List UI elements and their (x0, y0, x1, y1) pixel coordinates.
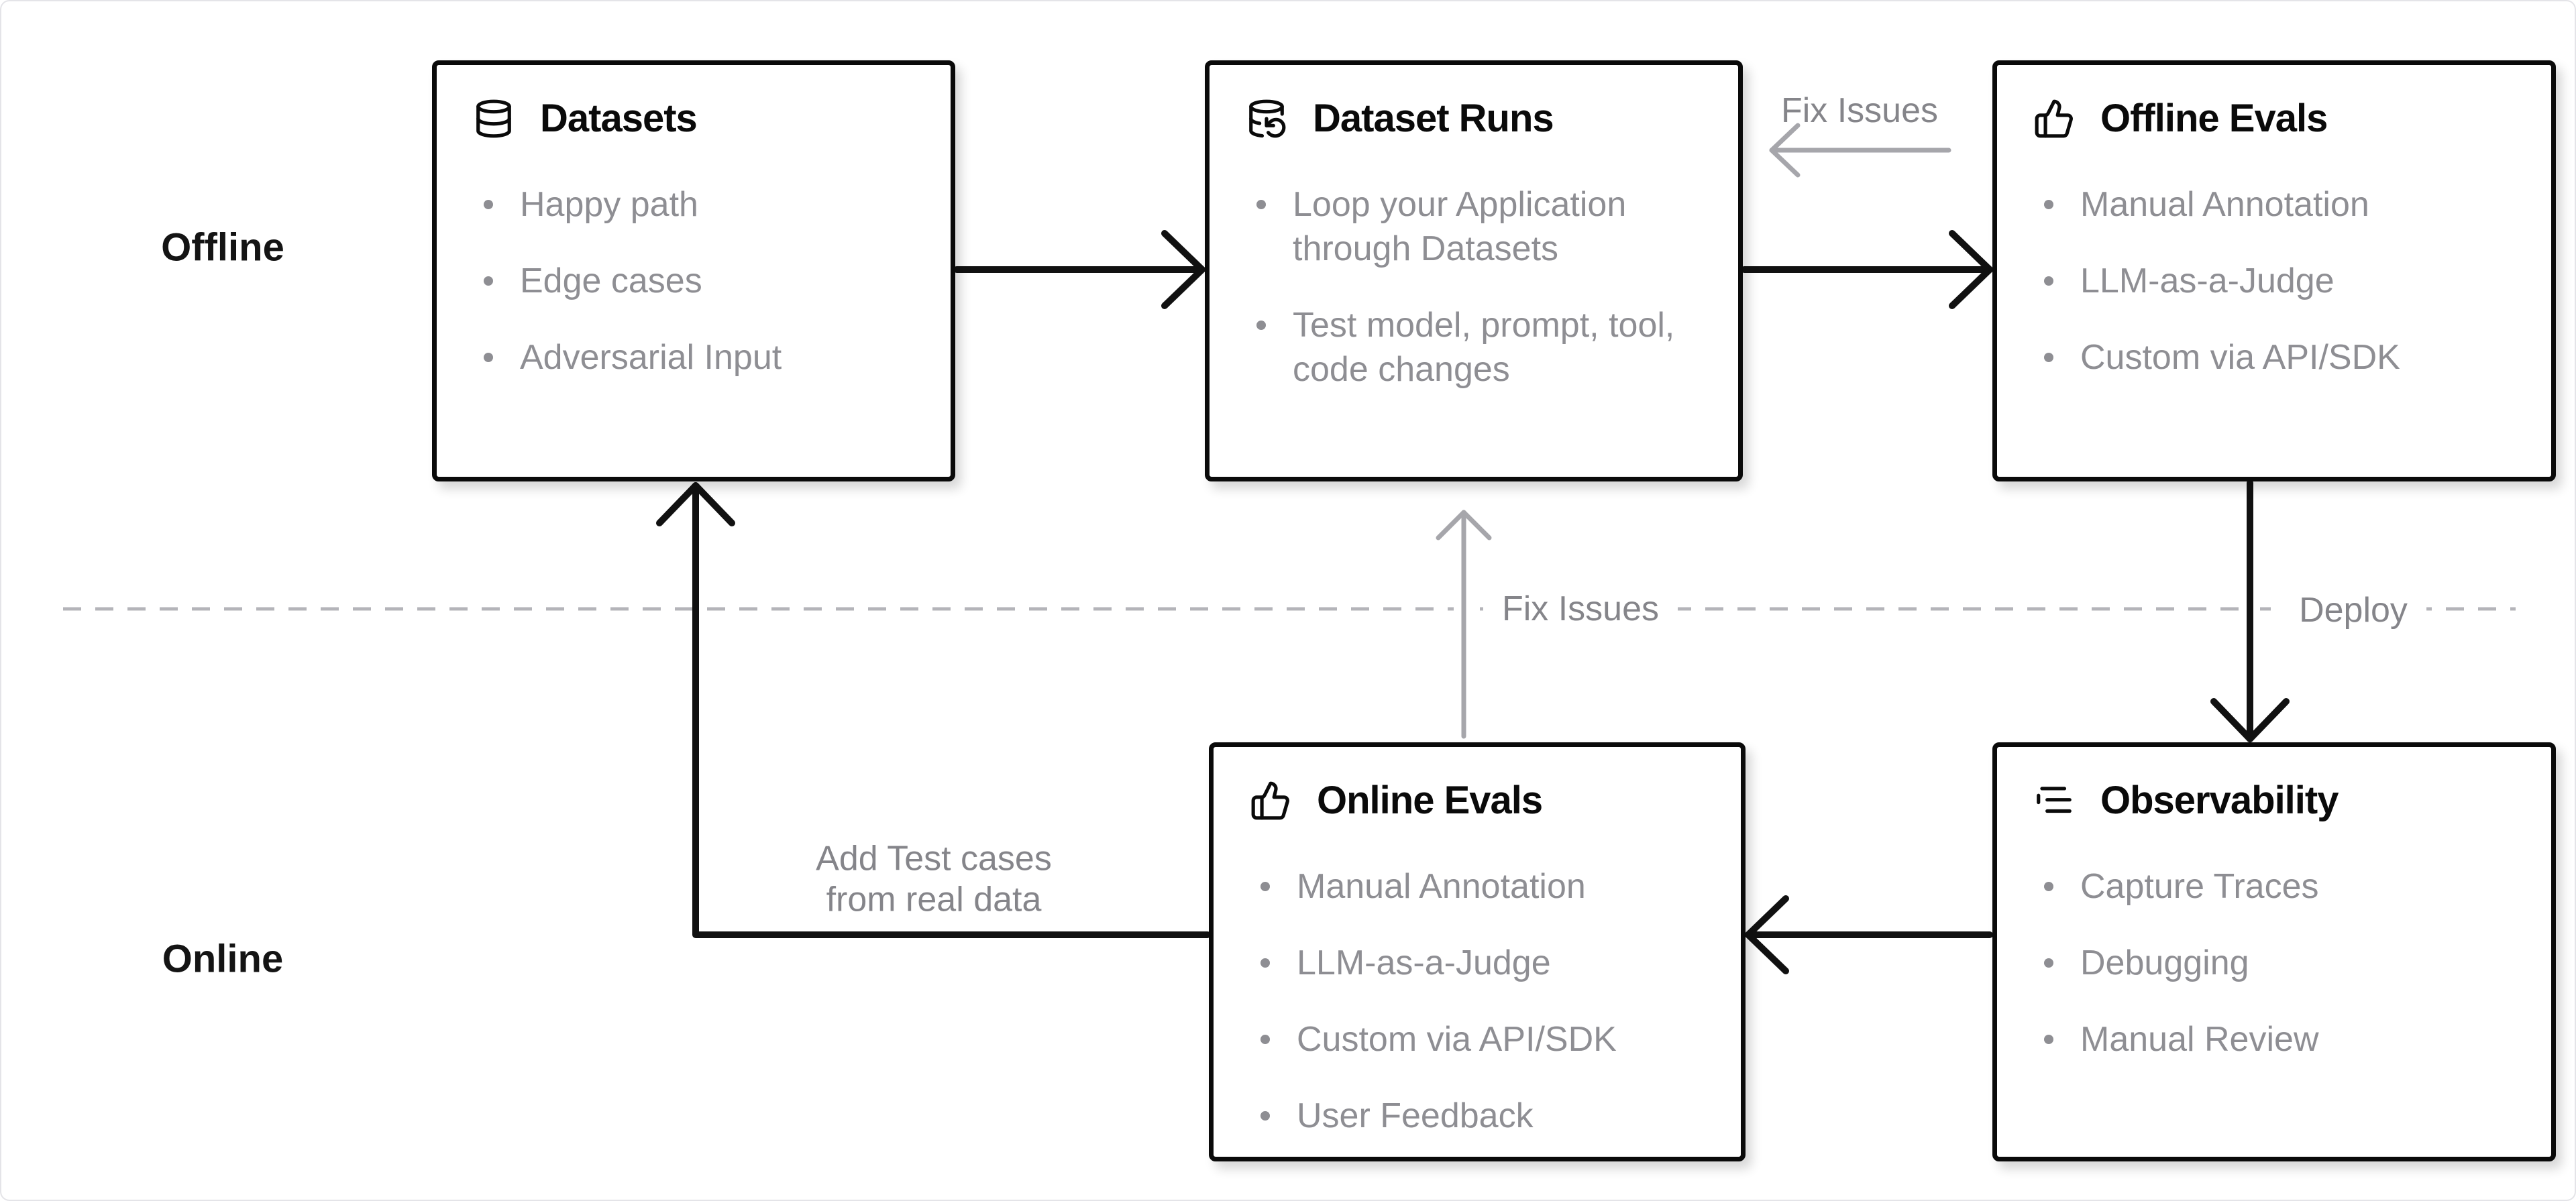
list-item: Custom via API/SDK (1259, 1017, 1705, 1062)
list-item: Edge cases (482, 259, 914, 303)
list-item: Happy path (482, 182, 914, 227)
card-datasets-header: Datasets (473, 96, 914, 141)
card-title: Dataset Runs (1313, 97, 1554, 140)
card-title: Offline Evals (2100, 97, 2328, 140)
card-title: Observability (2100, 779, 2339, 822)
arrow-offline-evals-to-observability (2210, 479, 2290, 742)
fix-issues-mid-label: Fix Issues (1483, 585, 1678, 633)
lane-label-online: Online (162, 937, 284, 981)
card-dataset-runs-header: Dataset Runs (1246, 96, 1702, 141)
list-item: Manual Review (2043, 1017, 2515, 1062)
database-icon (473, 98, 515, 139)
fix-issues-top-label: Fix Issues (1780, 91, 1939, 130)
list-item: Custom via API/SDK (2043, 335, 2515, 380)
list-item: LLM-as-a-Judge (2043, 259, 2515, 303)
list-item: Capture Traces (2043, 864, 2515, 909)
list-item: Manual Annotation (2043, 182, 2515, 227)
card-title: Datasets (540, 97, 698, 140)
list-item: User Feedback (1259, 1094, 1705, 1138)
card-offline-evals-header: Offline Evals (2033, 96, 2515, 141)
list-item: Adversarial Input (482, 335, 914, 380)
list-item: LLM-as-a-Judge (1259, 941, 1705, 985)
card-observability-header: Observability (2033, 778, 2515, 823)
list-item: Loop your Application through Datasets (1255, 182, 1702, 271)
lane-label-offline: Offline (161, 225, 284, 270)
list-item: Debugging (2043, 941, 2515, 985)
arrow-online-evals-to-datasets (656, 482, 1211, 938)
arrow-observability-to-online-evals (1745, 895, 1993, 974)
list-item: Test model, prompt, tool, code changes (1255, 303, 1702, 392)
add-test-cases-line1: Add Test cases (816, 839, 1052, 878)
deploy-label: Deploy (2280, 586, 2426, 634)
thumbs-up-icon (2033, 98, 2075, 139)
list-item: Manual Annotation (1259, 864, 1705, 909)
arrow-dataset-runs-to-offline-evals (1741, 230, 1993, 309)
arrow-fix-issues-mid (1436, 510, 1492, 739)
card-title: Online Evals (1317, 779, 1543, 822)
logs-icon (2033, 780, 2075, 821)
thumbs-up-icon (1250, 780, 1291, 821)
add-test-cases-line2: from real data (826, 880, 1042, 919)
arrow-datasets-to-dataset-runs (953, 230, 1205, 309)
database-backup-icon (1246, 98, 1287, 139)
card-online-evals-header: Online Evals (1250, 778, 1705, 823)
arrow-fix-issues-top (1769, 123, 1951, 178)
card-dataset-runs: Dataset Runs Loop your Application throu… (1205, 60, 1743, 481)
add-test-cases-label: Add Test cases from real data (816, 839, 1052, 921)
